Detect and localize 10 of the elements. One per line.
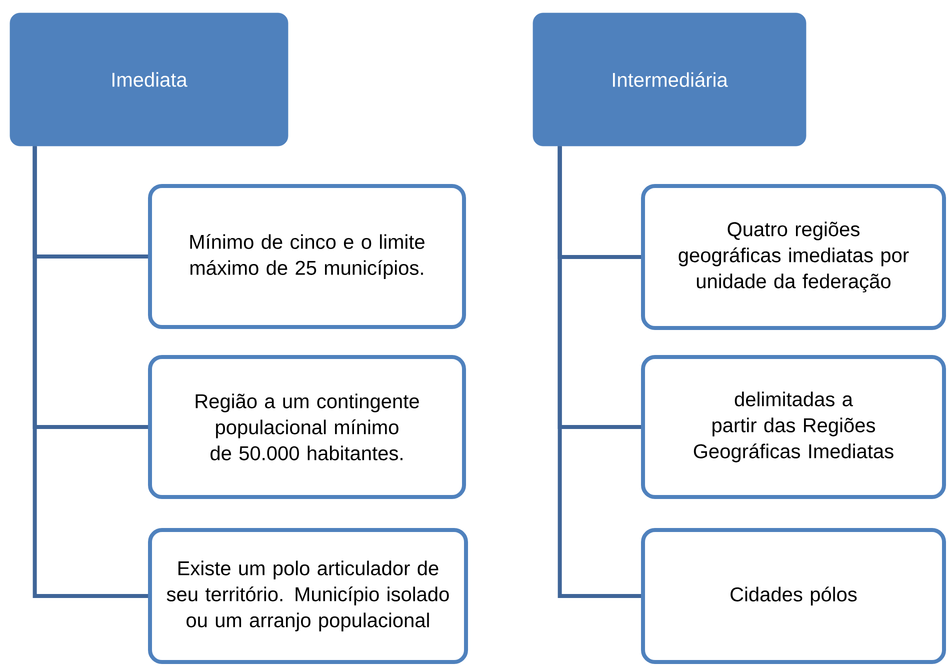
category-box: Imediata bbox=[10, 12, 288, 146]
text-box: Existe um polo articulador de seu território. Município isolado ou um arranjo populacional bbox=[148, 528, 468, 664]
text-box: Cidades pólos bbox=[641, 528, 946, 664]
text-box: Mínimo de cinco e o limite máximo de 25 municípios. bbox=[148, 184, 466, 329]
text-box: delimitadas a partir das Regiões Geográficas Imediatas bbox=[641, 355, 946, 499]
text-box: Quatro regiões geográficas imediatas por unidade da federação bbox=[641, 184, 946, 330]
category-box: Intermediária bbox=[532, 12, 806, 146]
connector bbox=[558, 146, 641, 598]
text-box: Região a um contingente populacional mínimo de 50.000 habitantes. bbox=[148, 355, 466, 499]
connector bbox=[32, 146, 148, 598]
